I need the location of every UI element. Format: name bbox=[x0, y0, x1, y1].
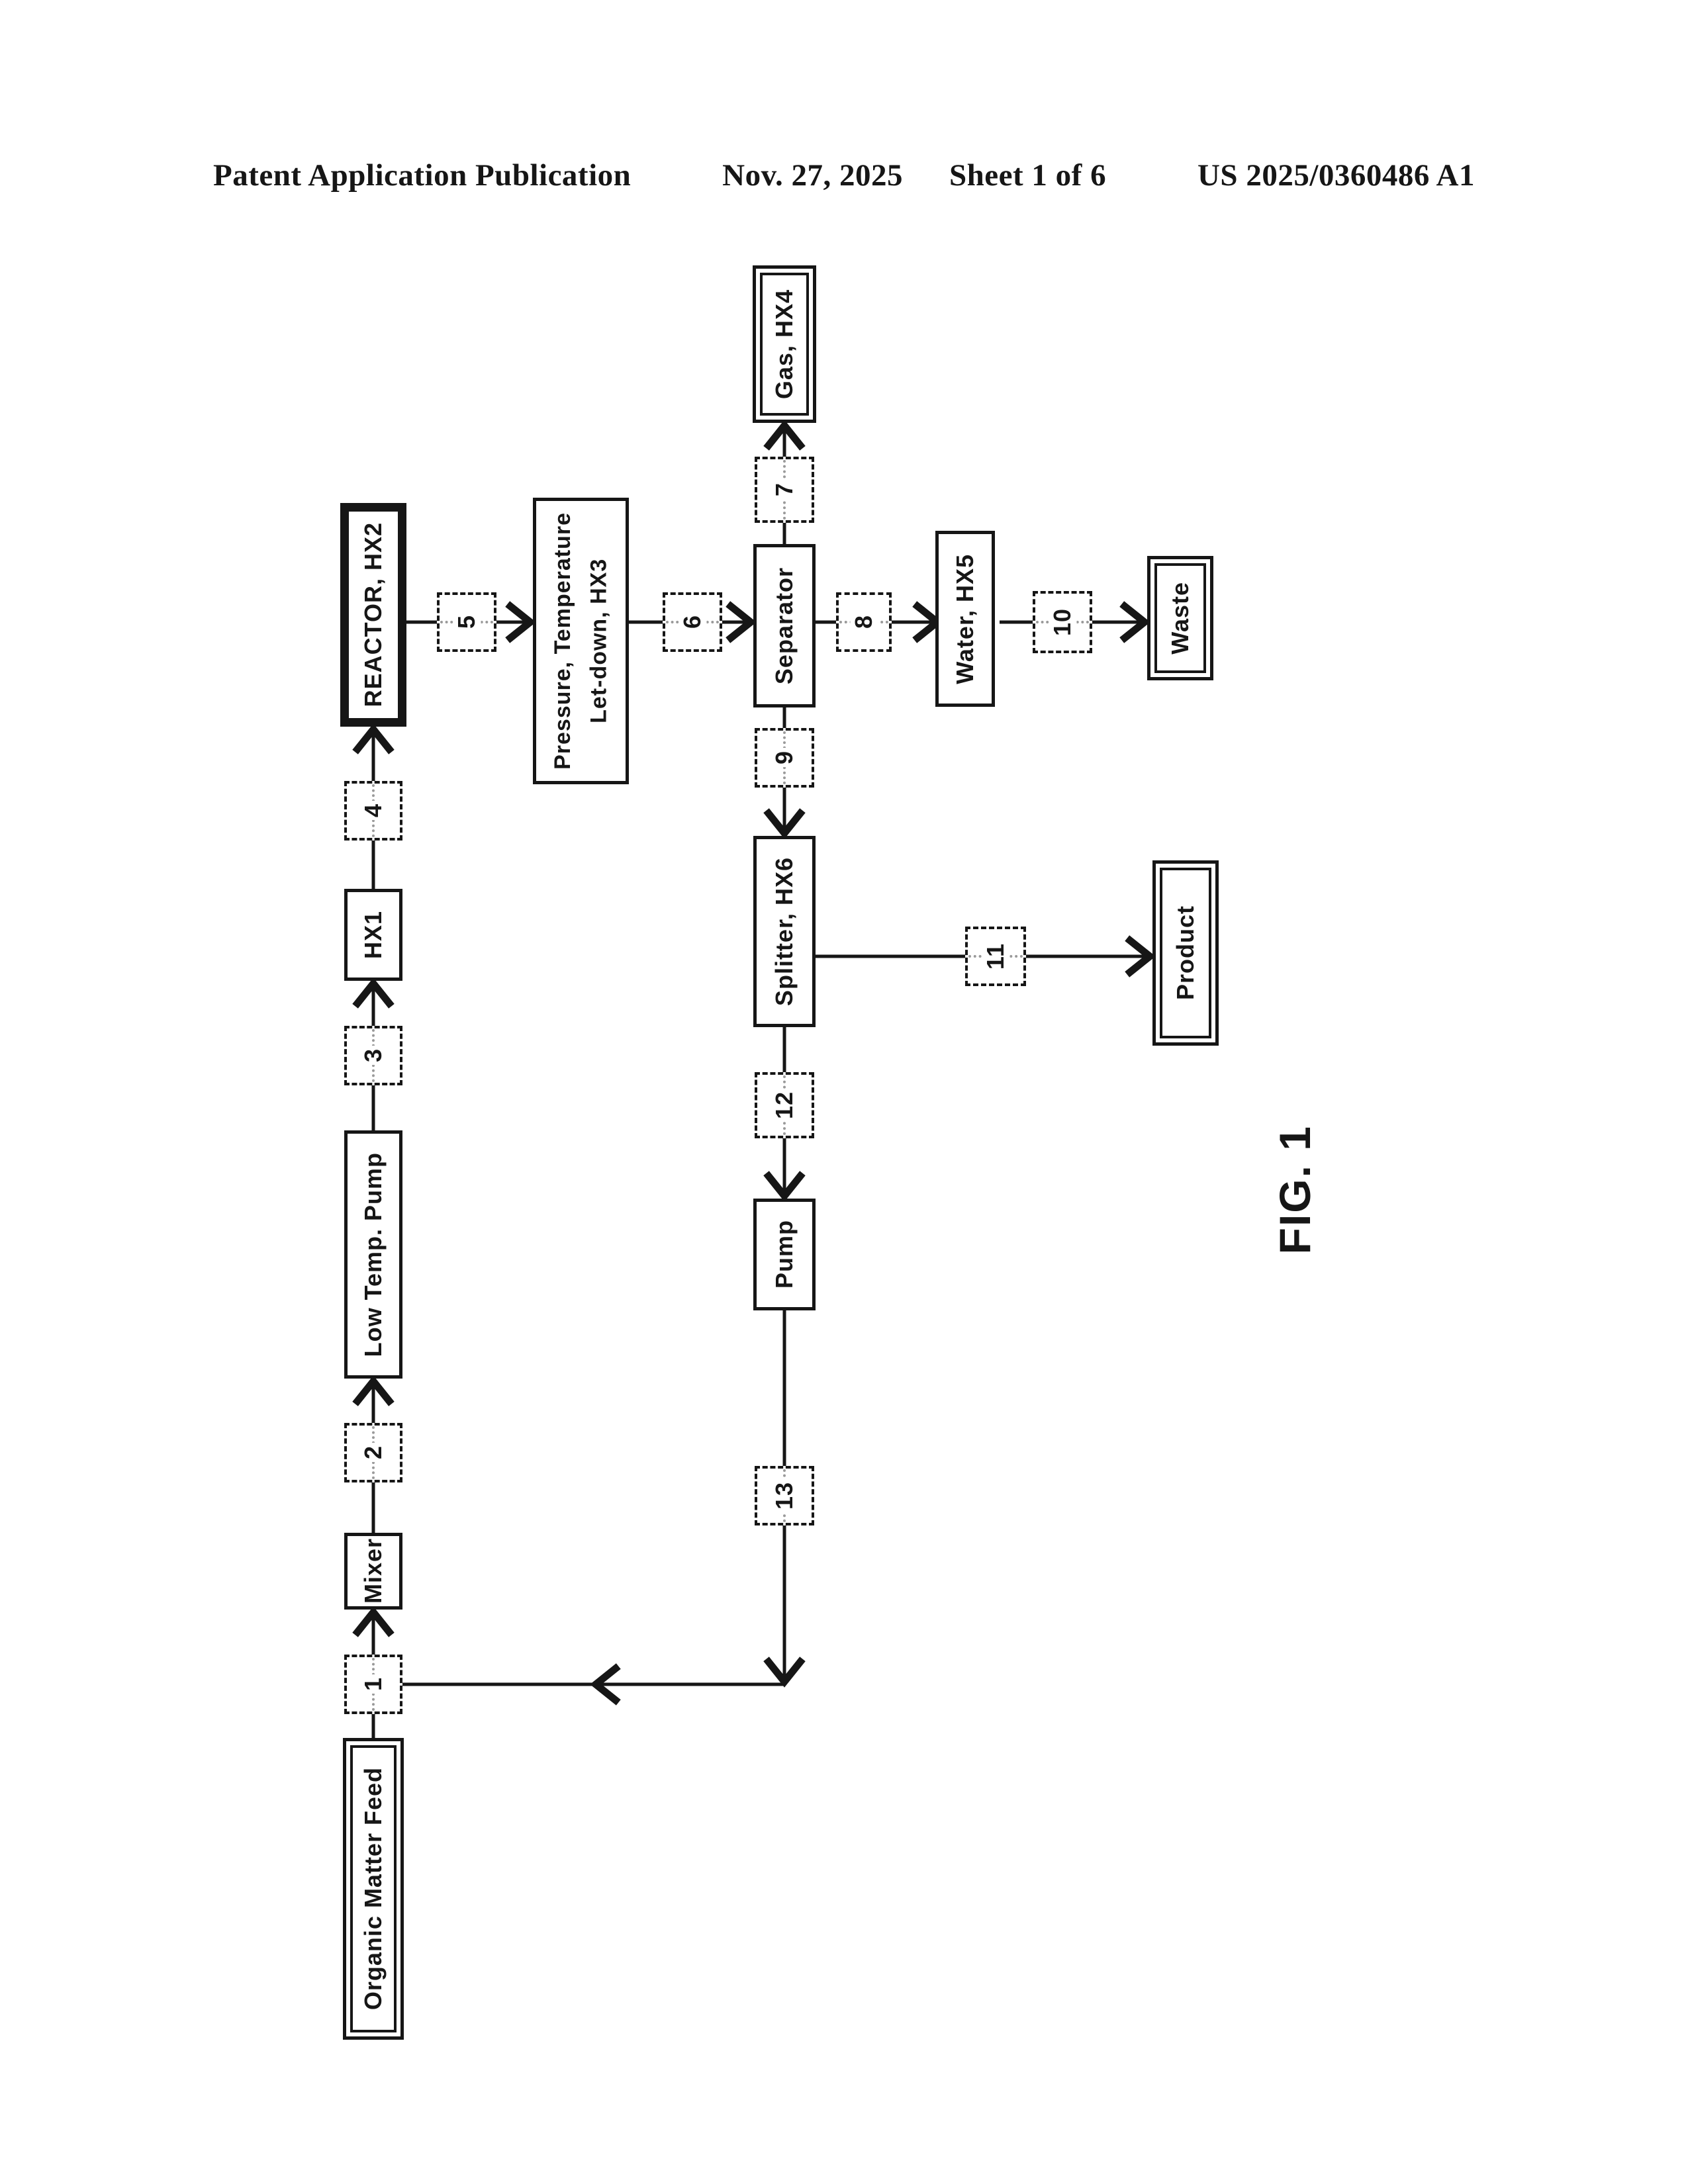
stream-9-label: 9 bbox=[770, 748, 799, 768]
node-organic-matter-feed: Organic Matter Feed bbox=[343, 1738, 404, 2040]
arrowheads bbox=[352, 420, 1156, 1706]
stream-7: 7 bbox=[755, 457, 814, 523]
node-organic-matter-feed-label: Organic Matter Feed bbox=[359, 1767, 387, 2011]
node-reactor-hx2: REACTOR, HX2 bbox=[340, 503, 406, 727]
stream-10: 10 bbox=[1033, 591, 1092, 653]
node-hx3-label-line2: Let-down, HX3 bbox=[586, 558, 612, 724]
node-water-hx5: Water, HX5 bbox=[935, 531, 995, 707]
node-product: Product bbox=[1152, 860, 1219, 1046]
stream-3: 3 bbox=[344, 1026, 402, 1085]
sheet-number: Sheet 1 of 6 bbox=[949, 158, 1107, 193]
stream-11: 11 bbox=[965, 927, 1026, 986]
stream-1: 1 bbox=[344, 1655, 402, 1714]
node-mixer: Mixer bbox=[344, 1533, 402, 1610]
figure-label: FIG. 1 bbox=[1270, 1125, 1320, 1255]
stream-8: 8 bbox=[836, 592, 892, 652]
node-water-hx5-label: Water, HX5 bbox=[951, 553, 978, 684]
publication-title: Patent Application Publication bbox=[213, 158, 632, 193]
stream-12: 12 bbox=[755, 1072, 814, 1138]
node-pressure-temperature-letdown-hx3: Pressure, Temperature Let-down, HX3 bbox=[533, 498, 629, 784]
node-low-temp-pump-label: Low Temp. Pump bbox=[359, 1152, 387, 1357]
stream-13-label: 13 bbox=[770, 1479, 799, 1513]
node-waste-label: Waste bbox=[1166, 582, 1194, 655]
node-low-temp-pump: Low Temp. Pump bbox=[344, 1130, 402, 1379]
stream-6: 6 bbox=[663, 592, 722, 652]
header-middle: Nov. 27, 2025 Sheet 1 of 6 bbox=[722, 158, 1106, 193]
node-hx1: HX1 bbox=[344, 889, 402, 981]
stream-11-label: 11 bbox=[981, 940, 1010, 973]
node-waste: Waste bbox=[1147, 556, 1213, 680]
stream-13: 13 bbox=[755, 1466, 814, 1525]
stream-2-label: 2 bbox=[359, 1443, 388, 1463]
publication-date: Nov. 27, 2025 bbox=[722, 158, 904, 193]
node-reactor-hx2-label: REACTOR, HX2 bbox=[359, 522, 387, 707]
figure-label-container: FIG. 1 bbox=[1261, 1116, 1330, 1264]
node-gas-hx4-label: Gas, HX4 bbox=[770, 289, 798, 400]
stream-9: 9 bbox=[755, 728, 814, 788]
stream-8-label: 8 bbox=[849, 612, 878, 632]
stream-3-label: 3 bbox=[359, 1046, 388, 1066]
stream-10-label: 10 bbox=[1048, 605, 1077, 639]
node-separator-label: Separator bbox=[770, 567, 798, 685]
stream-12-label: 12 bbox=[770, 1088, 799, 1122]
node-product-label: Product bbox=[1171, 905, 1199, 1001]
page-header: Patent Application Publication Nov. 27, … bbox=[213, 158, 1475, 193]
node-pump: Pump bbox=[753, 1199, 816, 1310]
stream-4-label: 4 bbox=[359, 801, 388, 821]
node-separator: Separator bbox=[753, 544, 816, 707]
node-pump-label: Pump bbox=[770, 1220, 798, 1289]
node-gas-hx4: Gas, HX4 bbox=[753, 265, 816, 423]
stream-1-label: 1 bbox=[359, 1674, 388, 1694]
stream-4: 4 bbox=[344, 781, 402, 841]
node-splitter-hx6: Splitter, HX6 bbox=[753, 836, 816, 1027]
node-splitter-hx6-label: Splitter, HX6 bbox=[770, 856, 798, 1007]
stream-6-label: 6 bbox=[678, 612, 707, 632]
stream-7-label: 7 bbox=[770, 480, 799, 500]
node-hx3-label-line1: Pressure, Temperature bbox=[550, 512, 576, 770]
stream-2: 2 bbox=[344, 1423, 402, 1482]
patent-number: US 2025/0360486 A1 bbox=[1197, 158, 1475, 193]
node-hx3-label: Pressure, Temperature Let-down, HX3 bbox=[545, 512, 617, 770]
stream-5-label: 5 bbox=[452, 612, 481, 632]
node-mixer-label: Mixer bbox=[359, 1538, 387, 1604]
stream-5: 5 bbox=[437, 592, 496, 652]
node-hx1-label: HX1 bbox=[359, 910, 387, 960]
